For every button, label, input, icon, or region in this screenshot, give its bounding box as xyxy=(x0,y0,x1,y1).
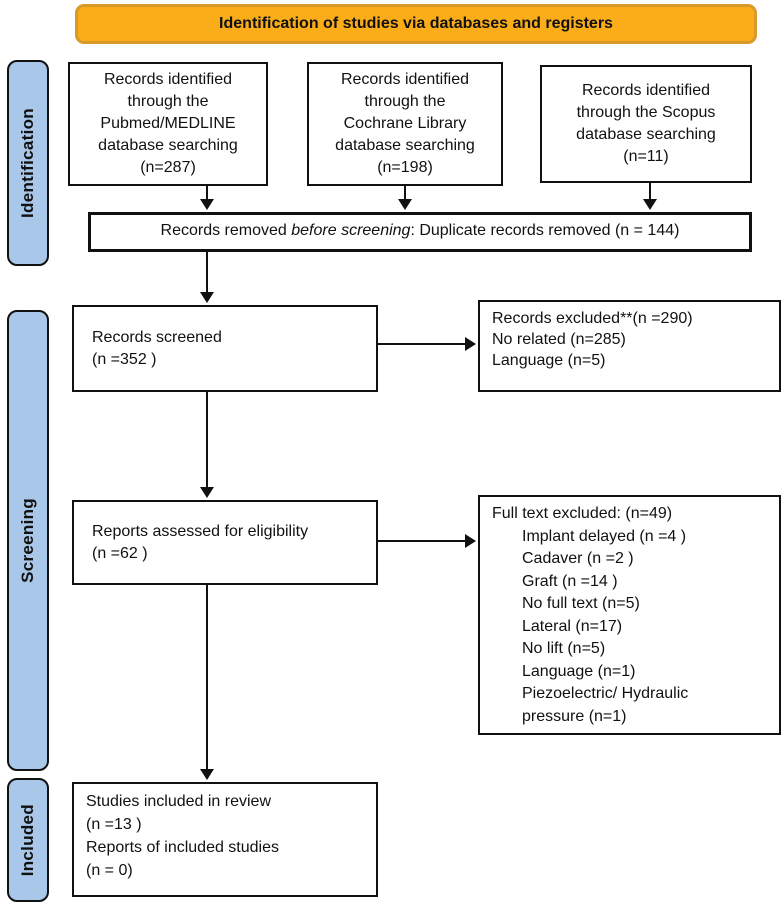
arrow-eligibility-to-included xyxy=(206,585,208,771)
arrow-screened-to-excluded xyxy=(378,343,466,345)
box-studies-included: Studies included in review (n =13 ) Repo… xyxy=(72,782,378,897)
box-line: database searching xyxy=(335,137,475,154)
box-fulltext-excluded: Full text excluded: (n=49) Implant delay… xyxy=(478,495,781,735)
arrowhead-down-icon xyxy=(643,199,657,210)
fulltext-item: pressure (n=1) xyxy=(522,707,627,725)
arrowhead-down-icon xyxy=(200,292,214,303)
stage-bar-included: Included xyxy=(7,778,49,902)
stage-bar-screening: Screening xyxy=(7,310,49,771)
box-line: Language (n=5) xyxy=(492,352,606,369)
box-line: Records identified xyxy=(581,82,711,99)
fulltext-item: Language (n=1) xyxy=(522,662,636,680)
box-records-pubmed: Records identified through the Pubmed/ME… xyxy=(68,62,268,186)
box-line: (n=11) xyxy=(623,148,669,165)
box-line: Records identified xyxy=(340,71,470,88)
box-line: Studies included in review xyxy=(86,793,271,810)
dup-text-prefix: Records removed xyxy=(160,222,292,239)
box-line: Reports of included studies xyxy=(86,839,279,856)
stage-label-identification: Identification xyxy=(18,108,37,218)
box-line: database searching xyxy=(98,137,238,154)
box-line: through the xyxy=(364,93,446,110)
box-line: database searching xyxy=(576,126,716,143)
fulltext-item: Piezoelectric/ Hydraulic xyxy=(522,685,689,702)
arrowhead-right-icon xyxy=(465,534,476,548)
box-line: (n=198) xyxy=(377,159,433,176)
arrow-cochrane-to-duplicates xyxy=(404,186,406,201)
dup-text-italic: before screening xyxy=(291,222,411,239)
dup-text-suffix: : Duplicate records removed (n = 144) xyxy=(410,222,680,239)
fulltext-item: Lateral (n=17) xyxy=(522,617,623,635)
box-line: No related (n=285) xyxy=(492,331,626,348)
box-line: Reports assessed for eligibility xyxy=(92,522,309,540)
fulltext-item: Cadaver (n =2 ) xyxy=(522,550,634,567)
arrow-pubmed-to-duplicates xyxy=(206,186,208,201)
stage-label-included: Included xyxy=(18,803,37,877)
box-line: (n =13 ) xyxy=(86,816,142,833)
fulltext-item: Graft (n =14 ) xyxy=(522,572,618,590)
box-line: Records screened xyxy=(92,328,222,346)
arrowhead-down-icon xyxy=(200,769,214,780)
box-line: Records excluded**(n =290) xyxy=(492,310,693,327)
fulltext-item: No lift (n=5) xyxy=(522,640,606,657)
box-records-cochrane: Records identified through the Cochrane … xyxy=(307,62,503,186)
banner-identification-of-studies: Identification of studies via databases … xyxy=(75,4,757,44)
fulltext-title: Full text excluded: (n=49) xyxy=(492,505,673,522)
arrow-scopus-to-duplicates xyxy=(649,183,651,201)
box-line: through the Scopus xyxy=(576,104,716,121)
box-reports-assessed: Reports assessed for eligibility (n =62 … xyxy=(72,500,378,585)
box-records-screened: Records screened (n =352 ) xyxy=(72,305,378,392)
box-line: (n=287) xyxy=(140,159,196,176)
box-line: (n =62 ) xyxy=(92,544,148,562)
stage-label-screening: Screening xyxy=(18,498,37,583)
stage-bar-identification: Identification xyxy=(7,60,49,266)
box-line: through the xyxy=(127,93,209,110)
banner-label: Identification of studies via databases … xyxy=(219,15,613,32)
arrowhead-down-icon xyxy=(200,487,214,498)
fulltext-item: Implant delayed (n =4 ) xyxy=(522,527,687,545)
arrowhead-down-icon xyxy=(200,199,214,210)
box-records-removed-before-screening: Records removed before screening: Duplic… xyxy=(88,212,752,252)
box-line: (n = 0) xyxy=(86,862,133,879)
arrow-duplicates-to-screened xyxy=(206,252,208,294)
box-line: Records identified xyxy=(103,71,233,88)
box-records-excluded: Records excluded**(n =290) No related (n… xyxy=(478,300,781,392)
arrow-eligibility-to-fulltext xyxy=(378,540,466,542)
box-line: (n =352 ) xyxy=(92,350,157,368)
fulltext-item: No full text (n=5) xyxy=(522,595,640,612)
arrowhead-right-icon xyxy=(465,337,476,351)
box-records-scopus: Records identified through the Scopus da… xyxy=(540,65,752,183)
box-line: Cochrane Library xyxy=(343,115,467,132)
box-line: Pubmed/MEDLINE xyxy=(100,115,236,132)
arrowhead-down-icon xyxy=(398,199,412,210)
arrow-screened-to-eligibility xyxy=(206,392,208,489)
